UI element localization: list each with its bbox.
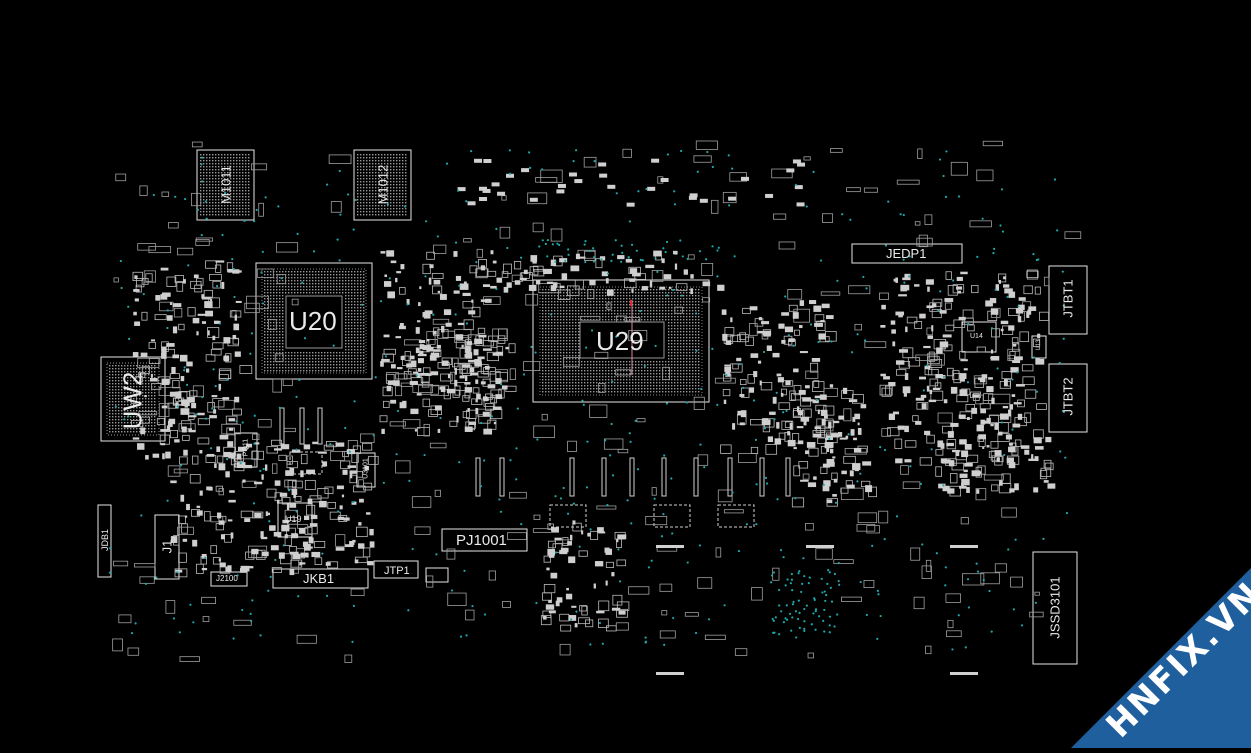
label-uw2: UW2 [118,368,149,434]
label-u3101: U3101 [363,453,370,485]
label-jkb1: JKB1 [303,571,334,586]
label-j2100: J2100 [216,574,238,583]
label-jtbt1: JTBT1 [1061,269,1076,329]
label-m1011: M1011 [219,153,234,217]
label-u13: U13 [1036,331,1042,359]
label-jedp1: JEDP1 [886,246,926,261]
label-m1012: M1012 [376,153,391,217]
label-pq11: PQ11 [243,432,250,464]
label-u19: U19 [285,514,302,524]
label-pj1001: PJ1001 [456,532,507,549]
label-jtp1: JTP1 [384,565,410,577]
label-u14: U14 [970,333,983,340]
label-j1: J1 [160,530,175,564]
watermark: HNFIX.VN [1031,548,1251,748]
label-jdb1: JDB1 [100,523,110,557]
label-u29: U29 [596,326,644,357]
dense-component-fields [109,154,1055,675]
label-jtbt2: JTBT2 [1061,367,1076,427]
label-u20: U20 [289,306,337,337]
vias [109,149,1068,650]
